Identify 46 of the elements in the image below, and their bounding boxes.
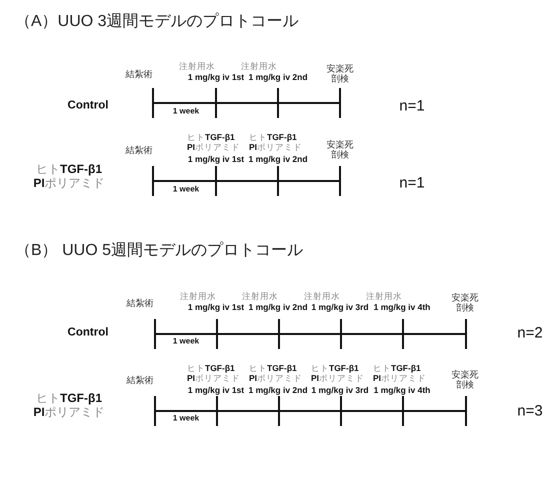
group-label: Control <box>68 99 108 113</box>
dose-label: 1 mg/kg iv 1st <box>188 73 244 83</box>
endpoint-label: 安楽死剖検 <box>326 64 354 84</box>
dose-label: 1 mg/kg iv 4th <box>374 386 430 396</box>
dose-label: 1 mg/kg iv 3rd <box>311 386 369 396</box>
drug-label: ヒトTGF-β1 PIポリアミド <box>249 364 304 384</box>
duration-label: 1 week <box>172 413 200 423</box>
sample-size-label: n=2 <box>517 324 543 342</box>
dose-label: 1 mg/kg iv 1st <box>188 386 244 396</box>
injection-label: 注射用水 <box>180 292 216 302</box>
dose-label: 1 mg/kg iv 2nd <box>248 155 308 165</box>
injection-label: 注射用水 <box>179 62 215 72</box>
injection-label: 注射用水 <box>242 292 278 302</box>
injection-label: 注射用水 <box>304 292 340 302</box>
heading: （A）UUO 3週間モデルのプロトコール <box>15 12 299 32</box>
drug-label: ヒトTGF-β1 PIポリアミド <box>373 364 428 384</box>
sample-size-label: n=1 <box>399 97 425 115</box>
duration-label: 1 week <box>172 336 200 346</box>
endpoint-label: 安楽死剖検 <box>450 370 480 390</box>
injection-label: 注射用水 <box>366 292 402 302</box>
drug-label: ヒトTGF-β1 PIポリアミド <box>187 364 242 384</box>
duration-label: 1 week <box>172 106 200 116</box>
procedure-label: 結紮術 <box>126 144 152 156</box>
dose-label: 1 mg/kg iv 1st <box>188 155 244 165</box>
procedure-label: 結紮術 <box>126 68 152 80</box>
injection-label: 注射用水 <box>241 62 277 72</box>
procedure-label: 結紮術 <box>126 374 154 386</box>
drug-label: ヒトTGF-β1 PIポリアミド <box>249 133 304 153</box>
dose-label: 1 mg/kg iv 3rd <box>311 303 369 313</box>
drug-label: ヒトTGF-β1 PIポリアミド <box>311 364 366 384</box>
duration-label: 1 week <box>172 184 200 194</box>
endpoint-label: 安楽死剖検 <box>450 292 480 314</box>
dose-label: 1 mg/kg iv 4th <box>374 303 430 313</box>
dose-label: 1 mg/kg iv 1st <box>188 303 244 313</box>
drug-label: ヒトTGF-β1 PIポリアミド <box>187 133 242 153</box>
group-label: ヒトTGF-β1 PIポリアミド <box>32 163 106 191</box>
group-label: ヒトTGF-β1 PIポリアミド <box>32 392 106 420</box>
sample-size-label: n=1 <box>399 174 425 192</box>
dose-label: 1 mg/kg iv 2nd <box>248 386 308 396</box>
dose-label: 1 mg/kg iv 2nd <box>248 303 308 313</box>
sample-size-label: n=3 <box>517 402 543 420</box>
procedure-label: 結紮術 <box>126 298 154 308</box>
group-label: Control <box>68 326 108 340</box>
endpoint-label: 安楽死剖検 <box>326 140 354 160</box>
heading: （B） UUO 5週間モデルのプロトコール <box>15 242 304 260</box>
dose-label: 1 mg/kg iv 2nd <box>248 73 308 83</box>
